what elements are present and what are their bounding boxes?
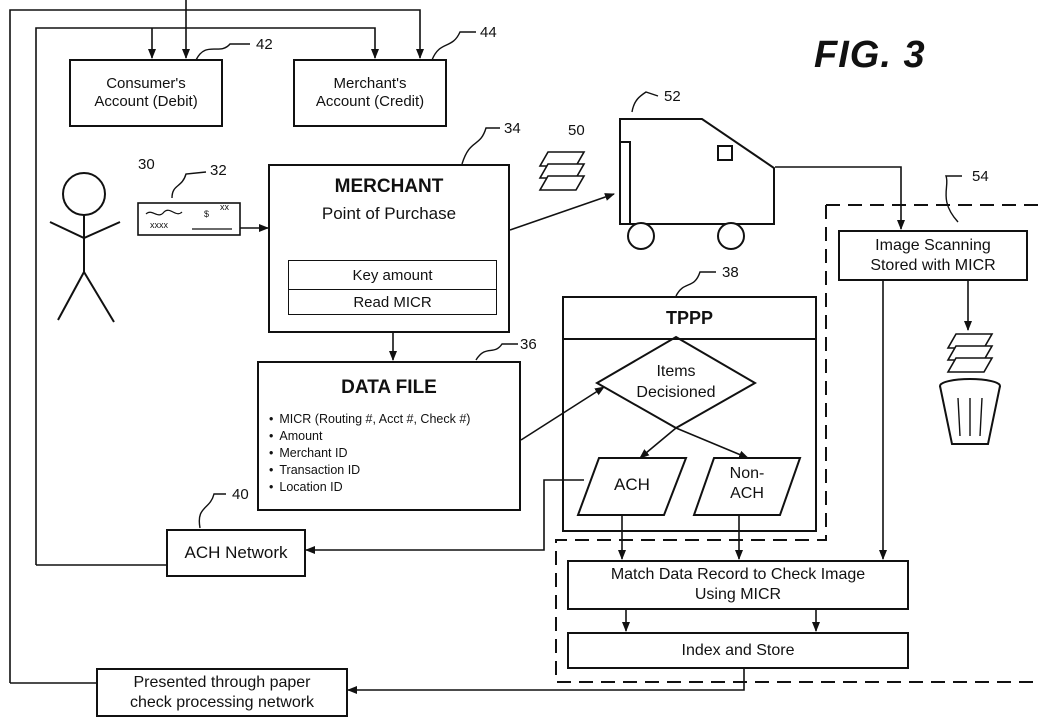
image-scanning-line1: Image Scanning — [875, 236, 991, 254]
check-scanner-icon — [619, 118, 775, 250]
ach-network-box: ACH Network — [166, 529, 306, 577]
match-line1: Match Data Record to Check Image — [610, 566, 866, 583]
leader-38 — [675, 271, 716, 297]
consumer-account-box: Consumer's Account (Debit) — [69, 59, 223, 127]
ref-52: 52 — [664, 88, 681, 105]
ref-38: 38 — [722, 264, 739, 281]
check-amount-placeholder: xx — [220, 202, 229, 212]
decision-line1: Items — [656, 363, 696, 380]
data-file-item: Amount — [269, 428, 470, 445]
feed-line-outer — [35, 27, 379, 565]
merchant-account-box: Merchant's Account (Credit) — [293, 59, 447, 127]
leader-40 — [198, 493, 226, 529]
leader-44 — [431, 31, 476, 61]
leader-36 — [475, 343, 518, 361]
merchant-box: MERCHANT Point of Purchase Key amount Re… — [268, 164, 510, 333]
nonach-label: Non- ACH — [694, 464, 800, 504]
presented-line1: Presented through paper — [133, 673, 311, 691]
ref-34: 34 — [504, 120, 521, 137]
consumer-figure-icon — [49, 172, 121, 323]
ref-42: 42 — [256, 36, 273, 53]
merchant-account-line1: Merchant's — [333, 75, 407, 92]
decision-to-nonach-arrow — [675, 427, 749, 459]
index-store-box: Index and Store — [567, 632, 909, 669]
image-scanning-box: Image Scanning Stored with MICR — [838, 230, 1028, 281]
discard-stack-icon — [946, 333, 994, 373]
data-file-item: Transaction ID — [269, 462, 470, 479]
leader-54 — [944, 175, 962, 223]
dashed-processing-boundary — [555, 204, 1041, 683]
leader-42 — [195, 43, 250, 61]
trash-can-icon — [939, 378, 1001, 445]
leader-34 — [461, 127, 500, 165]
ref-30: 30 — [138, 156, 155, 173]
data-file-box: DATA FILE MICR (Routing #, Acct #, Check… — [257, 361, 521, 511]
nonach-parallelogram-shape — [692, 457, 802, 516]
decision-line2: Decisioned — [636, 384, 716, 401]
ach-parallelogram-shape — [576, 457, 688, 516]
leader-52 — [631, 91, 659, 113]
merchant-title: MERCHANT — [334, 176, 444, 197]
read-micr-box: Read MICR — [288, 289, 497, 315]
image-scanning-line2: Stored with MICR — [870, 256, 996, 274]
data-file-item: Location ID — [269, 479, 470, 496]
scanner-to-imagescan-arrow — [775, 166, 905, 230]
ach-to-achnetwork-arrow — [305, 479, 584, 554]
ref-32: 32 — [210, 162, 227, 179]
check-document-icon — [137, 202, 241, 236]
tppp-title: TPPP — [564, 298, 815, 340]
figure-label: FIG. 3 — [814, 34, 926, 76]
leader-32 — [171, 171, 207, 199]
ach-label: ACH — [614, 475, 650, 494]
check-number-placeholder: xxxx — [150, 220, 168, 230]
data-file-item: MICR (Routing #, Acct #, Check #) — [269, 411, 470, 428]
data-file-item: Merchant ID — [269, 445, 470, 462]
check-stack-icon — [538, 151, 586, 191]
match-line2: Using MICR — [694, 586, 782, 603]
consumer-account-line1: Consumer's — [106, 75, 186, 92]
ref-54: 54 — [972, 168, 989, 185]
presented-line2: check processing network — [129, 693, 315, 711]
check-dollar-sign: $ — [204, 209, 210, 219]
match-record-box: Match Data Record to Check Image Using M… — [567, 560, 909, 610]
feed-line-inner — [9, 9, 424, 683]
tppp-box: TPPP — [562, 296, 817, 532]
merchant-subtitle: Point of Purchase — [321, 204, 457, 223]
nonach-line1: Non- — [729, 465, 765, 482]
presented-box: Presented through paper check processing… — [96, 668, 348, 717]
data-file-list: MICR (Routing #, Acct #, Check #) Amount… — [269, 411, 470, 496]
data-file-title: DATA FILE — [341, 377, 437, 398]
merchant-account-line2: Account (Credit) — [315, 93, 425, 110]
decision-diamond-shape — [594, 335, 758, 430]
ref-50: 50 — [568, 122, 585, 139]
index-to-presented-arrow — [347, 669, 745, 694]
ref-40: 40 — [232, 486, 249, 503]
decision-to-ach-arrow — [639, 427, 677, 459]
key-amount-box: Key amount — [288, 260, 497, 290]
ref-36: 36 — [520, 336, 537, 353]
decision-label: Items Decisioned — [597, 361, 755, 403]
ref-44: 44 — [480, 24, 497, 41]
nonach-line2: ACH — [730, 485, 764, 502]
merchant-to-scanner-arrow — [509, 193, 615, 231]
consumer-account-line2: Account (Debit) — [94, 93, 198, 110]
